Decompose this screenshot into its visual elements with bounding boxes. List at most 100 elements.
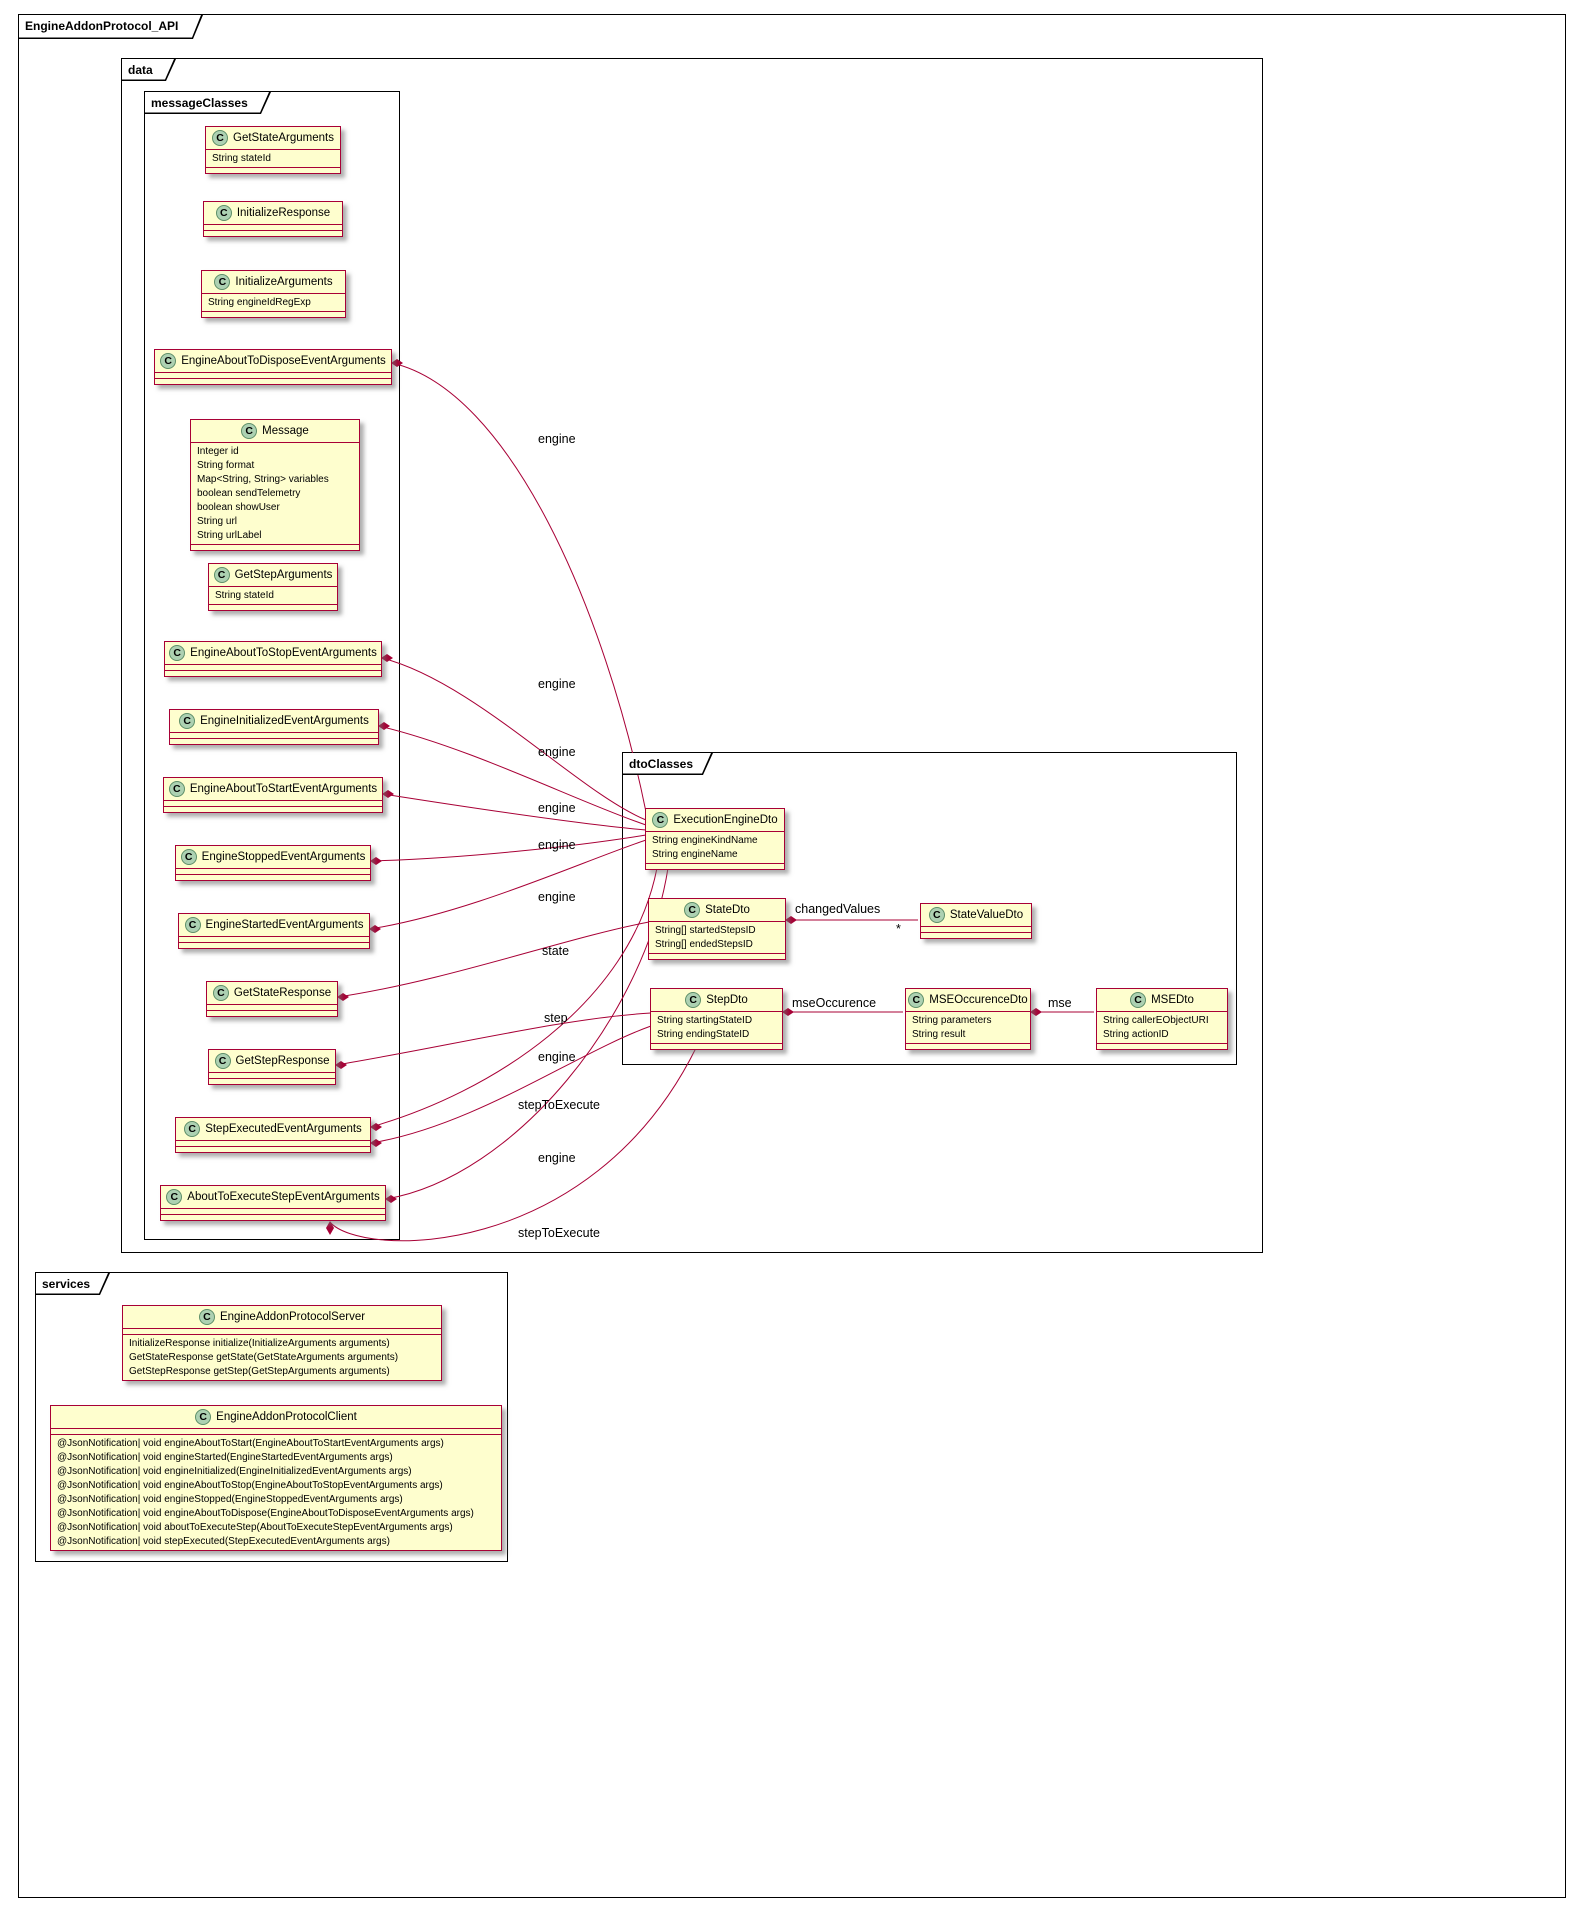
class-methods — [191, 544, 359, 550]
frame-EngineAddonProtocol_API — [18, 14, 1566, 1898]
class-icon: C — [168, 781, 185, 797]
package-messageClasses-tab: messageClasses — [145, 92, 271, 114]
class-name: GetStateResponse — [233, 987, 332, 999]
member-line: String engineName — [652, 849, 738, 860]
member-line: @JsonNotification| void aboutToExecuteSt… — [57, 1522, 453, 1533]
class-header: C EngineAddonProtocolClient — [51, 1406, 501, 1428]
class-methods — [170, 738, 378, 744]
class-attributes — [164, 800, 382, 806]
member-line: GetStateResponse getState(GetStateArgume… — [129, 1352, 399, 1363]
class-attributes — [209, 1072, 335, 1078]
class-name: MSEDto — [1151, 994, 1194, 1006]
class-icon: C — [169, 645, 186, 661]
class-header: C GetStateResponse — [207, 982, 337, 1004]
class-name: StateDto — [705, 904, 750, 916]
class-icon: C — [1130, 992, 1147, 1008]
member-line: String actionID — [1103, 1029, 1169, 1040]
class-name: EngineAddonProtocolServer — [219, 1311, 366, 1323]
class-attributes: String engineIdRegExp — [202, 293, 345, 311]
edge-label-step: step — [544, 1011, 568, 1025]
class-methods — [209, 1078, 335, 1084]
class-attributes — [51, 1428, 501, 1434]
class-name: EngineStoppedEventArguments — [201, 851, 366, 863]
package-dtoClasses-tab: dtoClasses — [623, 753, 713, 775]
class-methods: InitializeResponse initialize(Initialize… — [123, 1334, 441, 1380]
class-icon: C — [214, 1053, 231, 1069]
class-attributes — [123, 1328, 441, 1334]
class-icon: C — [180, 849, 197, 865]
class-methods — [906, 1043, 1030, 1049]
edge-label-mse: mse — [1048, 996, 1072, 1010]
class-header: C EngineAddonProtocolServer — [123, 1306, 441, 1328]
class-methods — [204, 230, 342, 236]
member-line: boolean sendTelemetry — [197, 488, 301, 499]
edge-label-stepExecuted-stepToExecute: stepToExecute — [518, 1098, 600, 1112]
class-methods — [155, 378, 391, 384]
frame-title: EngineAddonProtocol_API — [25, 19, 179, 33]
class-GetStateResponse: C GetStateResponse — [206, 981, 338, 1017]
class-attributes — [179, 936, 369, 942]
edge-label-aboutToStart-engine: engine — [538, 801, 576, 815]
class-icon: C — [198, 1309, 215, 1325]
member-line: String stateId — [212, 153, 271, 164]
package-dtoClasses-label: dtoClasses — [629, 757, 694, 771]
class-methods — [176, 1146, 370, 1152]
member-line: @JsonNotification| void stepExecuted(Ste… — [57, 1536, 390, 1547]
class-icon: C — [212, 130, 228, 146]
class-icon: C — [684, 902, 701, 918]
member-line: Map<String, String> variables — [197, 474, 329, 485]
class-icon: C — [179, 713, 196, 729]
package-services — [35, 1272, 508, 1562]
class-attributes — [204, 224, 342, 230]
class-name: InitializeArguments — [235, 276, 333, 288]
edge-label-stepExecuted-engine: engine — [538, 1050, 576, 1064]
class-icon: C — [241, 423, 258, 439]
member-line: @JsonNotification| void engineAboutToSto… — [57, 1480, 443, 1491]
class-attributes — [170, 732, 378, 738]
class-icon: C — [195, 1409, 212, 1425]
class-EngineAddonProtocolClient: C EngineAddonProtocolClient @JsonNotifica… — [50, 1405, 502, 1551]
class-name: AboutToExecuteStepEventArguments — [187, 1191, 380, 1203]
class-icon: C — [908, 992, 925, 1008]
member-line: String engineKindName — [652, 835, 758, 846]
class-icon: C — [212, 985, 229, 1001]
member-line: Integer id — [197, 446, 239, 457]
class-methods — [176, 874, 370, 880]
class-name: EngineAboutToStartEventArguments — [189, 783, 378, 795]
member-line: String format — [197, 460, 255, 471]
member-line: GetStepResponse getStep(GetStepArguments… — [129, 1366, 390, 1377]
member-line: String[] endedStepsID — [655, 939, 753, 950]
class-methods — [164, 806, 382, 812]
member-line: String engineIdRegExp — [208, 297, 311, 308]
class-attributes — [161, 1208, 385, 1214]
class-name: StateValueDto — [949, 909, 1024, 921]
class-icon: C — [213, 567, 230, 583]
class-name: EngineAddonProtocolClient — [216, 1411, 357, 1423]
member-line: String urlLabel — [197, 530, 262, 541]
class-EngineAddonProtocolServer: C EngineAddonProtocolServer InitializeRes… — [122, 1305, 442, 1381]
class-attributes: String stateId — [209, 586, 337, 604]
class-name: InitializeResponse — [236, 207, 331, 219]
